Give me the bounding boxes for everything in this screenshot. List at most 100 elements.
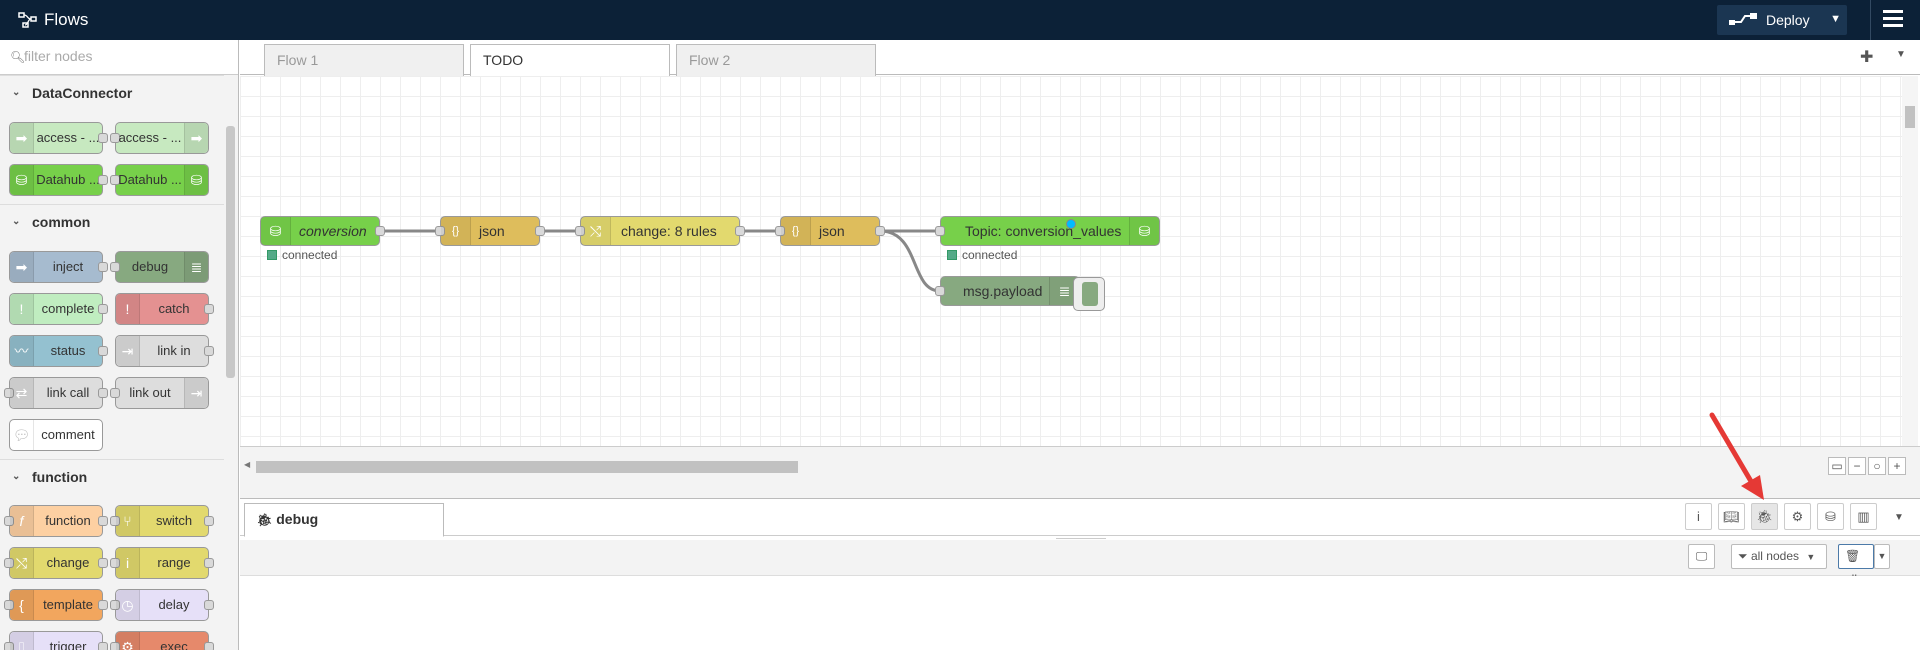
palette-node-link-out[interactable]: link out ⇥ <box>110 377 209 409</box>
debug-clear-button[interactable]: 🗑︎ all <box>1838 544 1874 586</box>
flow-node-json-1[interactable]: {} json <box>435 216 545 246</box>
output-port[interactable] <box>875 226 885 236</box>
bar-chart-icon[interactable]: ▥ <box>1850 503 1877 530</box>
palette-node-inject[interactable]: ➡ inject <box>9 251 108 283</box>
output-port[interactable] <box>98 175 108 185</box>
category-common[interactable]: ⌄ common <box>0 204 224 238</box>
category-dataconnector[interactable]: ⌄ DataConnector <box>0 75 224 109</box>
palette-node-template[interactable]: { template <box>4 589 108 621</box>
output-port[interactable] <box>98 642 108 650</box>
input-port[interactable] <box>110 175 120 185</box>
zoom-in-icon[interactable]: + <box>1888 457 1906 475</box>
palette-node-change[interactable]: ⤭ change <box>4 547 108 579</box>
gear-icon[interactable]: ⚙ <box>1784 503 1811 530</box>
input-port[interactable] <box>435 226 445 236</box>
canvas-hscroll-thumb[interactable] <box>256 461 798 473</box>
deploy-button[interactable]: Deploy ▼ <box>1717 5 1847 35</box>
input-port[interactable] <box>110 516 120 526</box>
palette-node-trigger[interactable]: ⎍ trigger <box>4 631 108 650</box>
tab-flow-1[interactable]: Flow 1 <box>264 44 464 76</box>
output-port[interactable] <box>98 388 108 398</box>
flow-canvas[interactable]: ⛁ conversion connected {} json ⤭ change:… <box>240 76 1902 446</box>
input-port[interactable] <box>110 558 120 568</box>
tab-flow-2[interactable]: Flow 2 <box>676 44 876 76</box>
input-port[interactable] <box>935 286 945 296</box>
palette-node-function[interactable]: f function <box>4 505 108 537</box>
output-port[interactable] <box>535 226 545 236</box>
category-function[interactable]: ⌄ function <box>0 459 224 493</box>
input-port[interactable] <box>110 642 120 650</box>
tab-list-chevron-icon[interactable]: ▼ <box>1896 49 1906 60</box>
output-port[interactable] <box>204 516 214 526</box>
deploy-caret-icon[interactable]: ▼ <box>1830 13 1841 25</box>
flow-node-conversion[interactable]: ⛁ conversion <box>260 216 385 246</box>
navigator-map-icon[interactable]: ▭ <box>1828 457 1846 475</box>
debug-toggle-button[interactable] <box>1073 277 1105 311</box>
palette-search-input[interactable] <box>24 48 224 64</box>
palette-node-complete[interactable]: ! complete <box>9 293 108 325</box>
monitor-icon[interactable]: 🖵︎ <box>1688 544 1715 569</box>
sidebar-menu-caret-icon[interactable]: ▼ <box>1894 512 1904 523</box>
palette-node-range[interactable]: i range <box>110 547 214 579</box>
tab-todo[interactable]: TODO <box>470 44 670 77</box>
output-port[interactable] <box>375 226 385 236</box>
palette-scrollbar[interactable] <box>224 80 237 650</box>
bug-icon[interactable]: 🐞︎ <box>1751 503 1778 530</box>
input-port[interactable] <box>110 133 120 143</box>
palette-node-delay[interactable]: ◷ delay <box>110 589 214 621</box>
input-port[interactable] <box>110 600 120 610</box>
output-port[interactable] <box>204 558 214 568</box>
palette-node-datahub-in[interactable]: ⛁ Datahub ... <box>9 164 108 196</box>
flow-node-debug[interactable]: msg.payload ≣ <box>935 276 1080 306</box>
input-port[interactable] <box>575 226 585 236</box>
zoom-reset-icon[interactable]: ○ <box>1868 457 1886 475</box>
input-port[interactable] <box>4 558 14 568</box>
output-port[interactable] <box>98 304 108 314</box>
output-port[interactable] <box>98 558 108 568</box>
debug-filter-select[interactable]: ⏷ all nodes ▼ <box>1731 544 1827 569</box>
output-port[interactable] <box>98 600 108 610</box>
palette-scroll-thumb[interactable] <box>226 126 235 378</box>
output-port[interactable] <box>204 642 214 650</box>
canvas-vertical-scrollbar[interactable] <box>1902 76 1918 446</box>
palette-node-status[interactable]: 〰 status <box>9 335 108 367</box>
palette-node-link-call[interactable]: ⇄ link call <box>4 377 108 409</box>
input-port[interactable] <box>4 600 14 610</box>
flow-node-change[interactable]: ⤭ change: 8 rules <box>575 216 745 246</box>
output-port[interactable] <box>204 600 214 610</box>
zoom-out-icon[interactable]: − <box>1848 457 1866 475</box>
palette-node-debug[interactable]: debug ≣ <box>110 251 209 283</box>
output-port[interactable] <box>98 262 108 272</box>
input-port[interactable] <box>110 388 120 398</box>
palette-node-switch[interactable]: ⑂ switch <box>110 505 214 537</box>
palette-node-access-out[interactable]: access - ... ➡ <box>110 122 209 154</box>
output-port[interactable] <box>98 516 108 526</box>
output-port[interactable] <box>735 226 745 236</box>
database-icon[interactable]: ⛁ <box>1817 503 1844 530</box>
input-port[interactable] <box>4 642 14 650</box>
palette-node-datahub-out[interactable]: Datahub ... ⛁ <box>110 164 209 196</box>
input-port[interactable] <box>110 262 120 272</box>
palette-node-access-in[interactable]: ➡ access - ... <box>9 122 108 154</box>
input-port[interactable] <box>935 226 945 236</box>
canvas-vscroll-thumb[interactable] <box>1905 106 1915 128</box>
main-menu-icon[interactable] <box>1883 10 1903 30</box>
add-tab-icon[interactable]: ✚ <box>1860 49 1874 66</box>
input-port[interactable] <box>4 388 14 398</box>
scroll-left-icon[interactable]: ◀ <box>244 460 251 469</box>
palette-node-catch[interactable]: ! catch <box>115 293 214 325</box>
input-port[interactable] <box>4 516 14 526</box>
flow-node-json-2[interactable]: {} json <box>775 216 885 246</box>
output-port[interactable] <box>204 304 214 314</box>
output-port[interactable] <box>98 346 108 356</box>
book-icon[interactable]: 📖︎ <box>1718 503 1745 530</box>
palette-node-comment[interactable]: 💬︎ comment <box>9 419 103 451</box>
palette-node-exec[interactable]: ⚙ exec <box>110 631 214 650</box>
output-port[interactable] <box>204 346 214 356</box>
input-port[interactable] <box>775 226 785 236</box>
info-icon[interactable]: i <box>1685 503 1712 530</box>
palette-node-link-in[interactable]: ⇥ link in <box>115 335 214 367</box>
output-port[interactable] <box>98 133 108 143</box>
sidebar-tab-debug[interactable]: 🐞︎debug <box>244 503 444 537</box>
flow-node-topic[interactable]: Topic: conversion_values ⛁ <box>935 216 1160 246</box>
